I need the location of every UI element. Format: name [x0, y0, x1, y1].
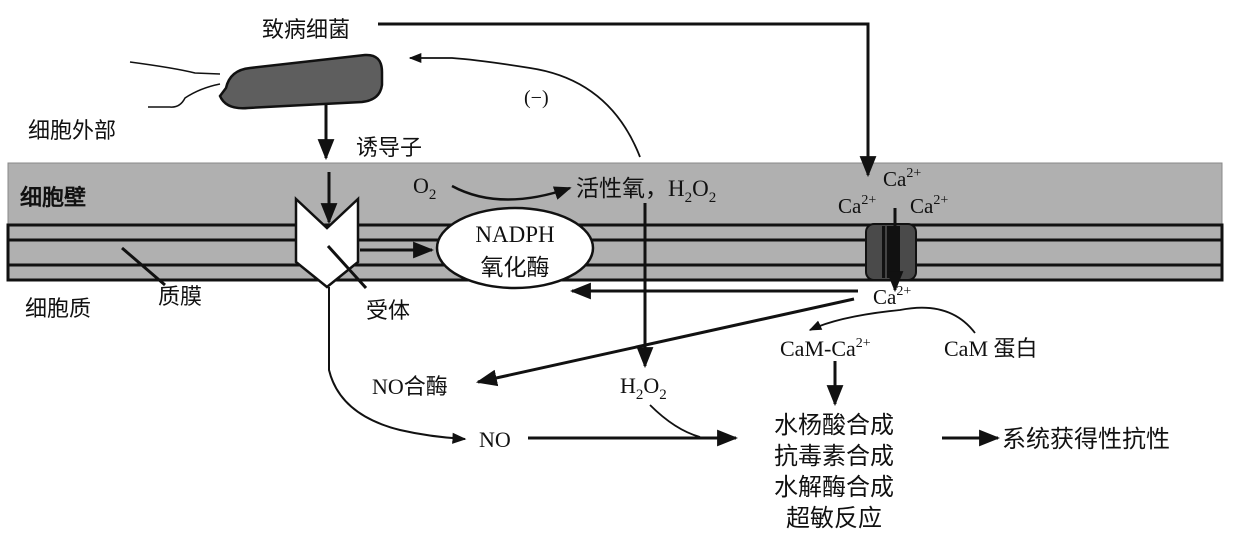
nadph-oxidase: [435, 206, 595, 290]
oxidase-label: 氧化酶: [481, 255, 550, 281]
calcium-channel: [865, 223, 917, 281]
response-item: 水解酶合成: [774, 473, 894, 501]
membrane-pointer: [121, 246, 166, 287]
receptor-pointer: [326, 244, 368, 290]
cam-binding-arrow: [808, 306, 976, 334]
nadph-label: NADPH: [475, 222, 554, 247]
defense-responses: 水杨酸合成 抗毒素合成 水解酶合成 超敏反应: [774, 411, 894, 532]
sar-label: 系统获得性抗性: [1002, 425, 1170, 453]
receptor-label: 受体: [366, 299, 410, 324]
h2o2-label: H2O2: [620, 373, 667, 403]
o2-label: O2: [413, 173, 436, 203]
pathogen-bacterium: [129, 53, 384, 110]
inhibition-arrow: [408, 52, 641, 158]
ros-label: 活性氧，H2O2: [576, 176, 716, 206]
ca-ion-label-top: Ca2+: [883, 166, 921, 191]
cytoplasm-label: 细胞质: [25, 297, 91, 322]
elicitor-label: 诱导子: [356, 136, 422, 161]
cell-wall: [7, 162, 1223, 226]
o2-to-ros-arrow: [451, 184, 572, 201]
ca-ion-label-right: Ca2+: [910, 193, 948, 218]
no-label: NO: [479, 427, 511, 452]
inhibition-label: (−): [524, 87, 549, 109]
plasma-membrane-label: 质膜: [158, 285, 202, 310]
flagellum: [148, 83, 221, 108]
response-item: 抗毒素合成: [774, 442, 894, 470]
cam-ca-label: CaM-Ca2+: [780, 336, 871, 361]
ca-ion-label-left: Ca2+: [838, 193, 876, 218]
ca-to-no-synthase-arrow: [475, 297, 855, 387]
ca-ion-label-inside: Ca2+: [873, 284, 911, 309]
pathogen-to-channel-arrow: [378, 22, 877, 178]
flagellum: [129, 61, 221, 75]
extracellular-label: 细胞外部: [28, 119, 116, 144]
no-synthase-label: NO合酶: [372, 374, 448, 399]
plasma-membrane: [6, 223, 1224, 282]
response-item: 超敏反应: [786, 504, 882, 532]
h2o2-to-responses-arrow: [649, 404, 701, 438]
response-item: 水杨酸合成: [774, 411, 894, 439]
receptor-to-no-arrow: [328, 287, 467, 444]
receptor-shape: [294, 196, 360, 289]
pathogen-label: 致病细菌: [262, 18, 350, 43]
cell-wall-label: 细胞壁: [20, 185, 86, 211]
cam-protein-label: CaM 蛋白: [944, 336, 1038, 361]
